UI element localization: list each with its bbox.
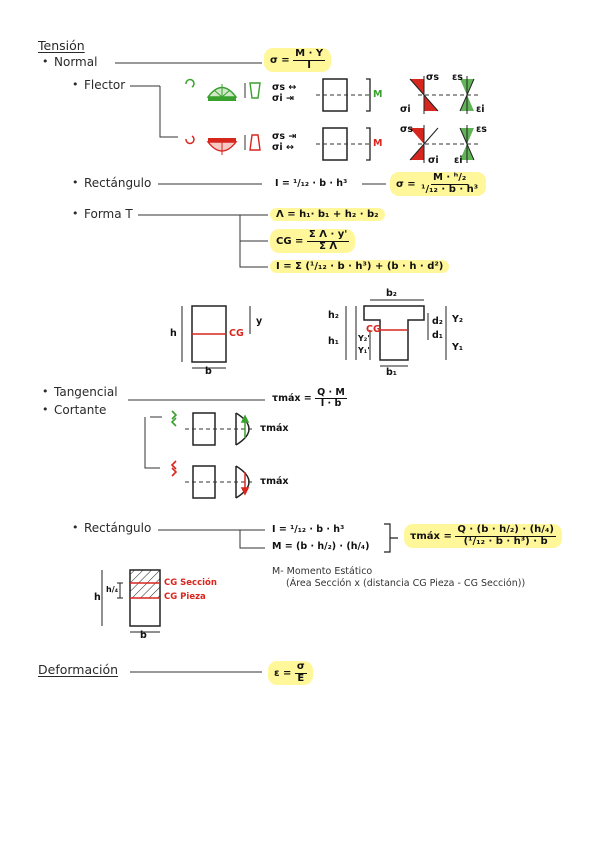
shear-arrow-up-icon: [240, 414, 250, 438]
label-b: b: [140, 630, 147, 641]
label-h: h: [170, 328, 177, 339]
item-tangencial: Tangencial: [42, 385, 117, 399]
heading-tension: Tensión: [38, 38, 85, 53]
formula-inertia-rect-2: I = ¹/₁₂ · b · h³: [272, 524, 345, 535]
stress-label: σs: [400, 124, 414, 135]
item-rectangulo: Rectángulo: [72, 176, 151, 190]
t-section-diagram: [345, 299, 447, 367]
stress-symbol-bottom: σi ⇥: [272, 93, 294, 104]
item-normal: Normal: [42, 55, 98, 69]
note-area-seccion: (Área Sección x (distancia CG Pieza - CG…: [286, 578, 526, 589]
beam-negative-icon: [185, 134, 261, 155]
connector-line: [239, 215, 268, 268]
shear-section-diagram: [192, 412, 250, 499]
shear-sign-icons: [170, 410, 178, 477]
label-h2: h₂: [328, 310, 339, 321]
stress-symbol-bottom: σi ↔: [272, 142, 294, 153]
label-d2: d₂: [432, 316, 443, 327]
label-y1: Y₁: [452, 342, 464, 353]
formula-tau-rect: τmáx = Q · (b · h/₂) · (h/₄)(¹/₁₂ · b · …: [404, 524, 562, 548]
stress-label: σi: [428, 155, 439, 166]
label-y1-prime: Y₁': [358, 346, 370, 355]
stress-label: σs: [426, 72, 440, 83]
hatched-section-diagram: [101, 569, 161, 633]
heading-deformacion: Deformación: [38, 662, 119, 677]
label-tau-max: τmáx: [260, 423, 289, 434]
strain-label: εi: [476, 104, 485, 115]
label-h1: h₁: [328, 336, 339, 347]
stress-diagram-positive: [409, 76, 475, 114]
label-b2: b₂: [386, 288, 397, 299]
label-d1: d₁: [432, 330, 443, 341]
strain-label: εi: [454, 155, 463, 166]
item-flector: Flector: [72, 78, 125, 92]
connector-line: [159, 86, 178, 138]
formula-cg: CG = Σ Λ · y'Σ Λ: [270, 229, 356, 253]
connector-line: [239, 530, 265, 549]
label-b1: b₁: [386, 367, 397, 378]
formula-area-t: Λ = h₁· b₁ + h₂ · b₂: [270, 208, 385, 221]
moment-label: M: [373, 89, 383, 100]
note-momento-estatico: M- Momento Estático: [272, 566, 373, 577]
formula-inertia-rect: I = ¹/₁₂ · b · h³: [275, 178, 348, 189]
strain-label: εs: [476, 124, 487, 135]
item-rectangulo-2: Rectángulo: [72, 521, 151, 535]
label-y2-prime: Y₂': [358, 334, 370, 343]
beam-positive-icon: [185, 78, 261, 101]
label-tau-max: τmáx: [260, 476, 289, 487]
formula-moment-rect-2: M = (b · h/₂) · (h/₄): [272, 541, 370, 552]
rect-section-diagram: [181, 305, 251, 369]
label-cg-seccion: CG Sección: [164, 578, 217, 588]
stress-symbol-top: σs ↔: [272, 82, 297, 93]
label-h: h: [94, 592, 101, 603]
label-y2: Y₂: [452, 314, 464, 325]
moment-label: M: [373, 138, 383, 149]
stress-symbol-top: σs ⇥: [272, 131, 297, 142]
label-cg-pieza: CG Pieza: [164, 592, 206, 602]
label-b: b: [205, 366, 212, 377]
item-forma-t: Forma T: [72, 207, 133, 221]
label-y: y: [256, 316, 263, 327]
connector-line: [144, 417, 160, 469]
formula-inertia-t: I = Σ (¹/₁₂ · b · h³) + (b · h · d²): [270, 260, 450, 273]
item-cortante: Cortante: [42, 403, 107, 417]
stress-diagram-negative: [409, 125, 475, 163]
strain-label: εs: [452, 72, 463, 83]
shear-arrow-down-icon: [240, 472, 250, 496]
stress-label: σi: [400, 104, 411, 115]
label-h4: h/₄: [106, 585, 119, 594]
label-cg: CG: [229, 328, 244, 339]
label-cg: CG: [366, 324, 381, 335]
